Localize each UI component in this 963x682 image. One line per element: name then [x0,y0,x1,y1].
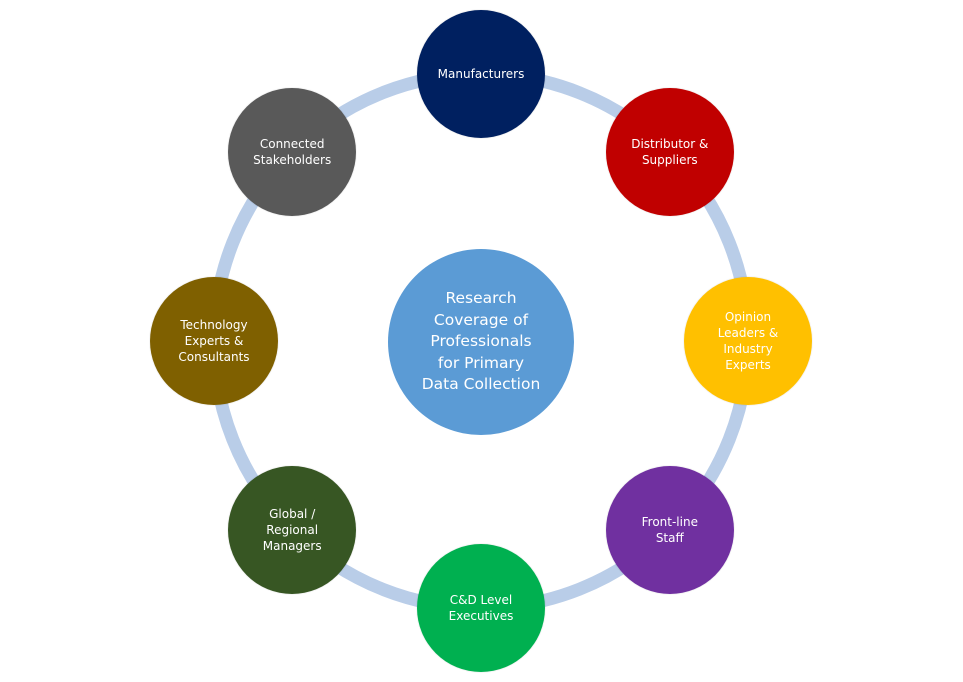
node-front-line-staff: Front-line Staff [605,465,734,594]
node-distributor-suppliers-label: Distributor & Suppliers [631,137,709,168]
node-global-regional-managers-label: Global / Regional Managers [262,506,322,553]
node-manufacturers: Manufacturers [417,10,545,138]
node-technology-experts: Technology Experts & Consultants [150,277,278,405]
node-cd-level-executives-label: C&D Level Executives [448,593,514,623]
node-cd-level-executives: C&D Level Executives [417,544,545,672]
node-opinion-leaders: Opinion Leaders & Industry Experts [684,277,812,405]
center-node: Research Coverage of Professionals for P… [388,249,574,435]
node-technology-experts-label: Technology Experts & Consultants [178,318,250,364]
node-opinion-leaders-label: Opinion Leaders & Industry Experts [717,310,779,372]
node-front-line-staff-label: Front-line Staff [641,514,698,545]
center-node-label: Research Coverage of Professionals for P… [421,289,541,394]
node-manufacturers-label: Manufacturers [437,67,525,81]
node-connected-stakeholders: Connected Stakeholders [228,88,357,217]
node-global-regional-managers: Global / Regional Managers [228,465,357,594]
node-distributor-suppliers: Distributor & Suppliers [605,88,734,217]
node-connected-stakeholders-label: Connected Stakeholders [253,137,332,168]
